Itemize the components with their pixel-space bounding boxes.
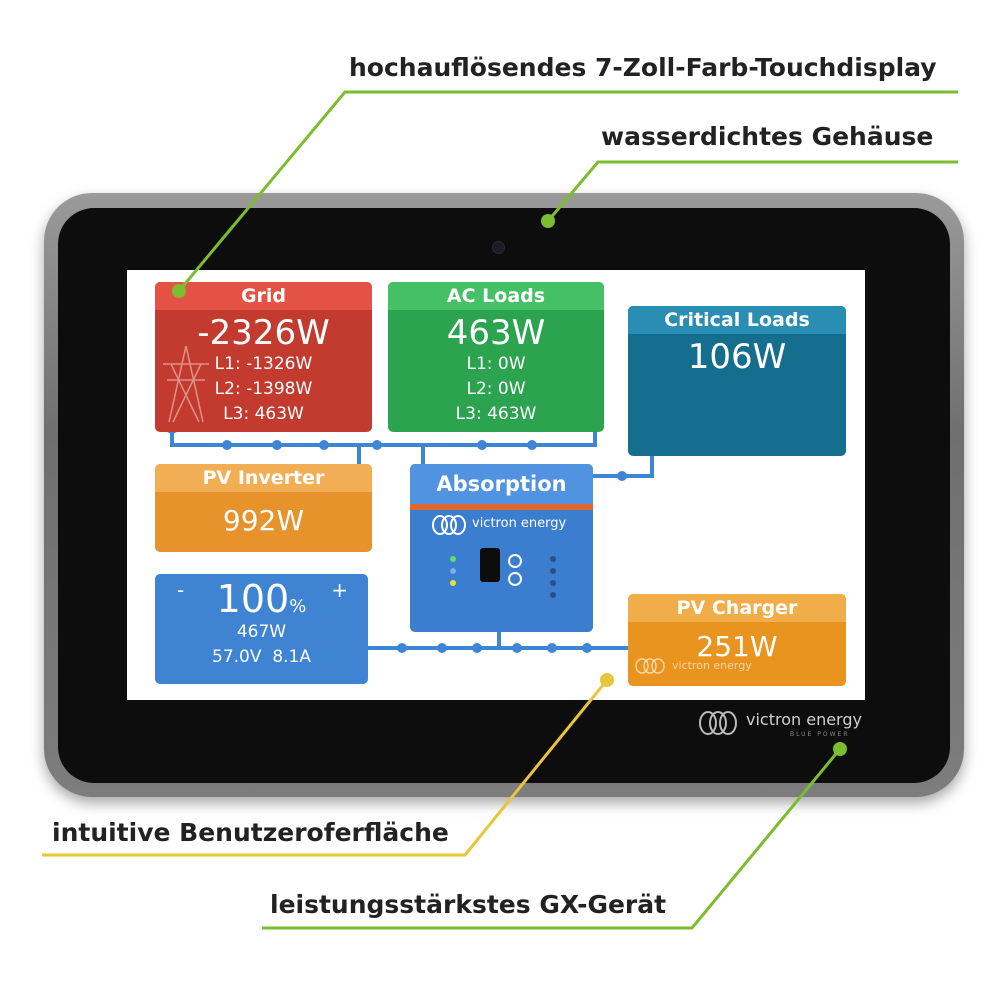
state-divider bbox=[410, 504, 593, 510]
pv-charger-power: 251W bbox=[696, 630, 778, 663]
critical-loads-tile[interactable]: Critical Loads 106W bbox=[628, 306, 846, 456]
battery-soc-value: 100 bbox=[216, 577, 290, 621]
battery-soc: 100% bbox=[155, 580, 368, 618]
power-switch-icon bbox=[508, 554, 522, 568]
inverter-charger-tile[interactable]: Absorption victron energy bbox=[410, 464, 593, 632]
device-tagline: BLUE POWER bbox=[790, 731, 850, 738]
battery-voltage-current: 57.0V 8.1A bbox=[155, 645, 368, 670]
callout-powerful-gx-device: leistungsstärkstes GX-Gerät bbox=[270, 890, 667, 919]
device-victron-logo-icon bbox=[696, 710, 740, 740]
pv-charger-brand: victron energy bbox=[672, 659, 752, 672]
inverter-display-window bbox=[480, 548, 500, 582]
grid-l2: L2: -1398W bbox=[214, 379, 313, 399]
led-blue bbox=[450, 568, 456, 574]
battery-voltage: 57.0V bbox=[212, 647, 262, 667]
pv-inverter-title: PV Inverter bbox=[155, 464, 372, 492]
grid-l3: L3: 463W bbox=[223, 404, 304, 424]
touchscreen[interactable]: Grid -2326W L1: -1326W L2: -1398W L3: 46… bbox=[127, 270, 865, 700]
ac-loads-tile[interactable]: AC Loads 463W L1: 0W L2: 0W L3: 463W bbox=[388, 282, 604, 432]
ac-loads-l1: L1: 0W bbox=[466, 354, 526, 374]
led-off-4 bbox=[550, 592, 556, 598]
battery-soc-unit: % bbox=[289, 596, 307, 617]
inverter-brand: victron energy bbox=[472, 516, 567, 531]
battery-minus-terminal: - bbox=[177, 578, 185, 602]
pv-inverter-power: 992W bbox=[222, 504, 305, 537]
power-pylon-icon bbox=[163, 345, 209, 423]
led-off-1 bbox=[550, 556, 556, 562]
battery-plus-terminal: + bbox=[331, 578, 348, 602]
pv-inverter-tile[interactable]: PV Inverter 992W bbox=[155, 464, 372, 552]
callout-waterproof-housing: wasserdichtes Gehäuse bbox=[601, 122, 934, 151]
grid-power: -2326W bbox=[197, 313, 330, 353]
led-off-3 bbox=[550, 580, 556, 586]
callout-intuitive-interface: intuitive Benutzeroferfläche bbox=[52, 818, 449, 847]
critical-loads-title: Critical Loads bbox=[628, 306, 846, 334]
victron-logo-icon bbox=[430, 514, 468, 540]
grid-title: Grid bbox=[155, 282, 372, 310]
ac-loads-title: AC Loads bbox=[388, 282, 604, 310]
led-green bbox=[450, 556, 456, 562]
pv-charger-logo-icon bbox=[634, 658, 666, 678]
led-off-2 bbox=[550, 568, 556, 574]
led-yellow bbox=[450, 580, 456, 586]
ac-loads-l3: L3: 463W bbox=[455, 404, 537, 424]
battery-current: 8.1A bbox=[272, 647, 311, 667]
ac-loads-power: 463W bbox=[446, 313, 546, 353]
camera-lens bbox=[492, 241, 505, 254]
battery-power: 467W bbox=[236, 622, 287, 642]
critical-loads-power: 106W bbox=[687, 337, 787, 377]
callout-touchdisplay: hochauflösendes 7-Zoll-Farb-Touchdisplay bbox=[349, 53, 937, 82]
device-brand: victron energy bbox=[746, 710, 862, 729]
ac-loads-l2: L2: 0W bbox=[466, 379, 526, 399]
inverter-state: Absorption bbox=[410, 464, 593, 504]
pv-charger-tile[interactable]: PV Charger 251W victron energy bbox=[628, 594, 846, 686]
pv-charger-title: PV Charger bbox=[628, 594, 846, 622]
battery-tile[interactable]: - + 100% 467W 57.0V 8.1A bbox=[155, 574, 368, 684]
grid-tile[interactable]: Grid -2326W L1: -1326W L2: -1398W L3: 46… bbox=[155, 282, 372, 432]
grid-l1: L1: -1326W bbox=[214, 354, 313, 374]
power-on-icon bbox=[508, 572, 522, 586]
